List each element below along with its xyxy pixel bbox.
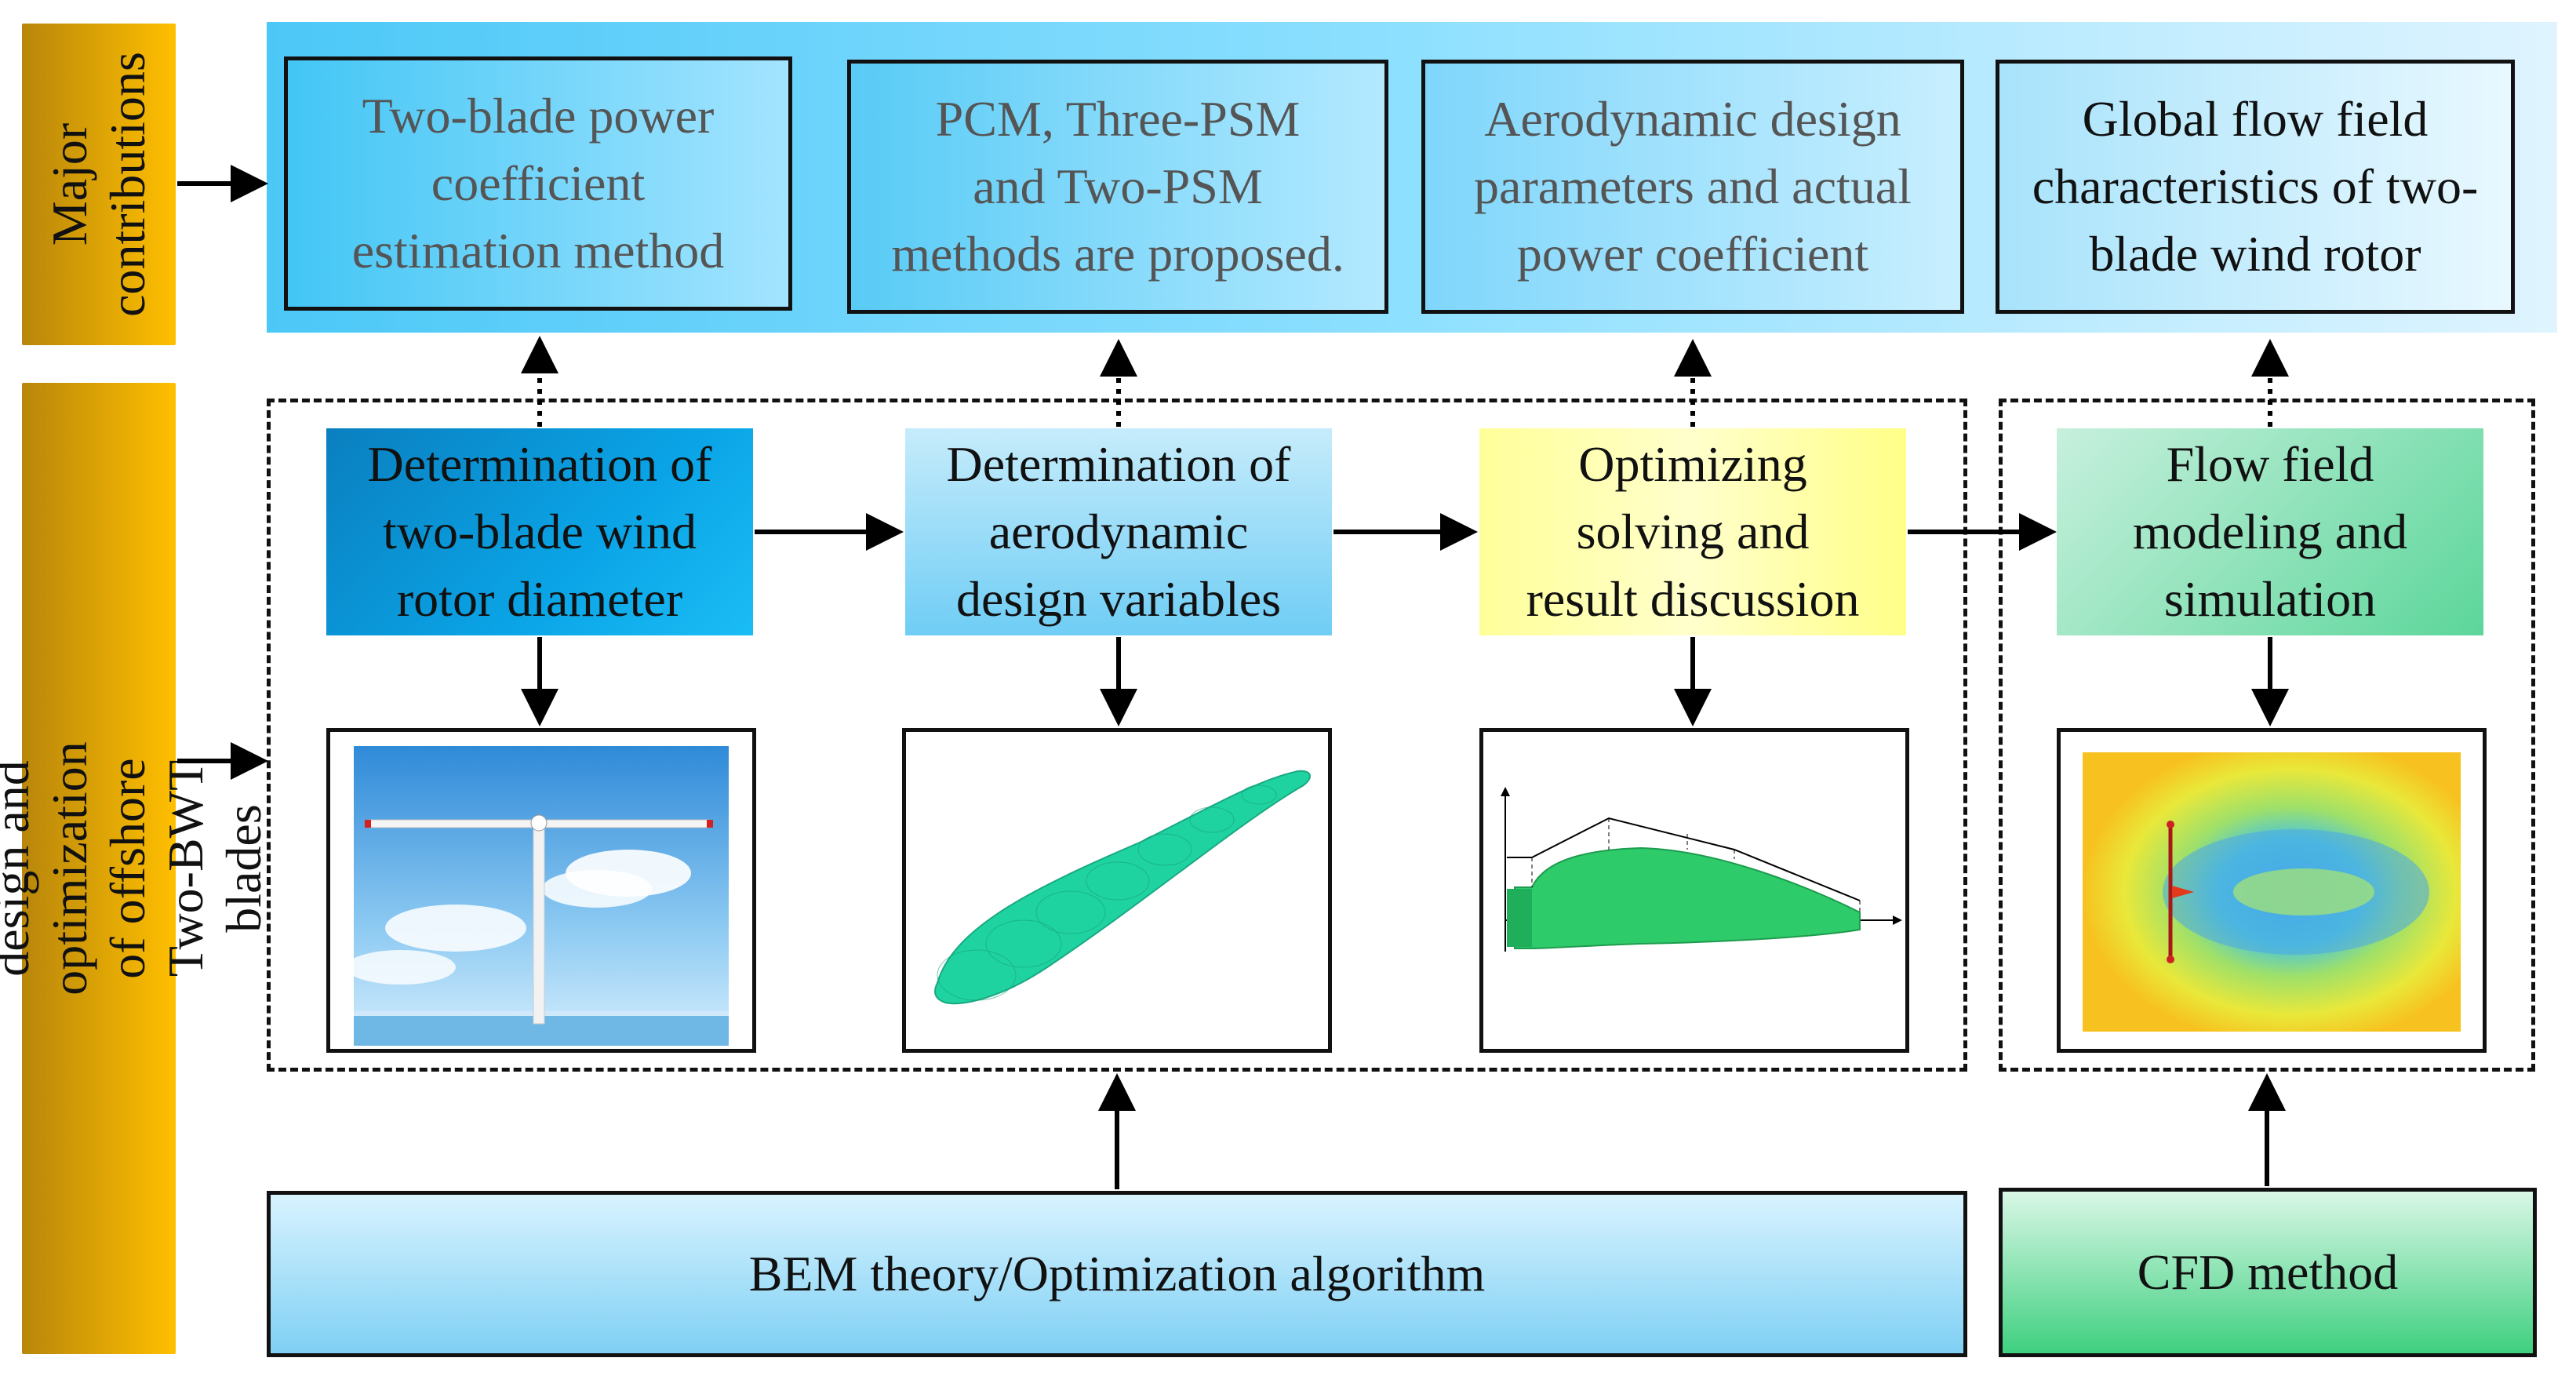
blade-image-box bbox=[902, 728, 1332, 1053]
cfd-image-box bbox=[2057, 728, 2487, 1053]
contribution-box-4: Global flow field characteristics of two… bbox=[1996, 60, 2515, 314]
bem-method-box: BEM theory/Optimization algorithm bbox=[267, 1191, 1967, 1357]
plot-image-box bbox=[1479, 728, 1909, 1053]
turbine-image-box bbox=[326, 728, 756, 1053]
major-contributions-label: Major contributions bbox=[22, 24, 176, 345]
cfd-flow-contour bbox=[2083, 752, 2461, 1032]
wind-turbine-photo bbox=[346, 746, 729, 1046]
contribution-box-1: Two-blade power coefficient estimation m… bbox=[284, 56, 792, 311]
step-design-variables: Determination of aerodynamic design vari… bbox=[905, 428, 1332, 635]
blade-3d-model bbox=[934, 770, 1311, 1005]
aero-design-label: Aerodynamic design and optimization of o… bbox=[0, 383, 271, 1354]
process-dashed-frame-right bbox=[1999, 399, 2535, 1072]
contribution-box-2: PCM, Three-PSM and Two-PSM methods are p… bbox=[847, 60, 1388, 314]
step-rotor-diameter: Determination of two-blade wind rotor di… bbox=[326, 428, 753, 635]
cfd-method-box: CFD method bbox=[1999, 1188, 2537, 1357]
contribution-box-3: Aerodynamic design parameters and actual… bbox=[1421, 60, 1964, 314]
chord-optimization-plot bbox=[1501, 787, 1902, 952]
step-optimizing: Optimizing solving and result discussion bbox=[1479, 428, 1906, 635]
step-flow-field: Flow field modeling and simulation bbox=[2057, 428, 2483, 635]
